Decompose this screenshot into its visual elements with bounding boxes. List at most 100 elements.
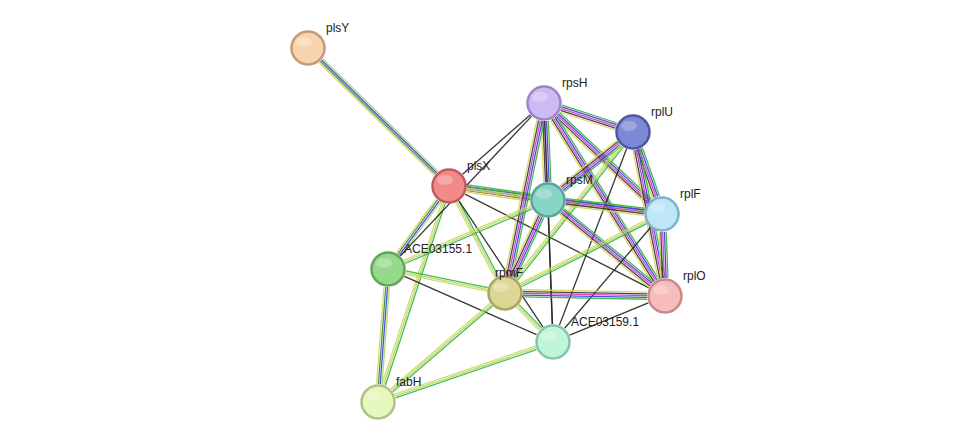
evidence-line bbox=[405, 207, 532, 262]
evidence-line bbox=[380, 287, 387, 384]
node-label: ACE03155.1 bbox=[404, 242, 472, 256]
evidence-line bbox=[519, 305, 542, 328]
evidence-line bbox=[459, 201, 498, 276]
node-circle bbox=[530, 182, 566, 218]
node-circle bbox=[431, 168, 467, 204]
protein-node: plsX bbox=[431, 168, 467, 204]
interaction-edge bbox=[516, 305, 541, 331]
evidence-line bbox=[561, 213, 650, 286]
interaction-edge bbox=[560, 140, 621, 191]
node-circle bbox=[487, 275, 523, 311]
evidence-line bbox=[323, 59, 438, 172]
evidence-line bbox=[562, 143, 619, 189]
interaction-edge bbox=[570, 303, 649, 335]
interaction-edge bbox=[560, 209, 654, 288]
node-gloss bbox=[493, 282, 509, 292]
node-gloss bbox=[376, 258, 392, 268]
evidence-line bbox=[319, 63, 434, 176]
evidence-line bbox=[563, 210, 652, 283]
node-label: plsX bbox=[467, 159, 490, 173]
evidence-line bbox=[404, 205, 531, 260]
interaction-edge bbox=[551, 116, 659, 282]
evidence-line bbox=[456, 203, 495, 278]
protein-node: rplF bbox=[644, 196, 680, 232]
evidence-line bbox=[395, 348, 536, 396]
evidence-line bbox=[385, 204, 445, 386]
evidence-line bbox=[378, 287, 385, 384]
evidence-line bbox=[564, 209, 653, 282]
evidence-line bbox=[563, 145, 620, 191]
node-circle bbox=[370, 251, 406, 287]
node-disc bbox=[532, 184, 565, 217]
evidence-line bbox=[396, 350, 537, 398]
interaction-edge bbox=[394, 346, 536, 398]
node-gloss bbox=[653, 285, 669, 295]
node-label: rplU bbox=[651, 105, 673, 119]
evidence-line bbox=[321, 60, 436, 173]
node-circle bbox=[360, 384, 396, 420]
interaction-edge bbox=[565, 199, 644, 216]
node-circle bbox=[644, 196, 680, 232]
interaction-edge bbox=[659, 232, 668, 278]
node-gloss bbox=[621, 121, 637, 131]
node-label: rplO bbox=[683, 269, 706, 283]
evidence-line bbox=[562, 211, 651, 284]
protein-node: fabH bbox=[360, 384, 396, 420]
evidence-line bbox=[521, 222, 646, 285]
node-gloss bbox=[437, 175, 453, 185]
interaction-edge bbox=[377, 287, 390, 385]
evidence-line bbox=[556, 117, 648, 203]
node-disc bbox=[649, 280, 682, 313]
node-label: rplF bbox=[680, 187, 701, 201]
node-label: plsY bbox=[326, 21, 349, 35]
evidence-line bbox=[522, 224, 647, 287]
interaction-edge bbox=[523, 290, 647, 300]
interaction-edge bbox=[565, 228, 651, 329]
evidence-line bbox=[320, 61, 435, 174]
evidence-line bbox=[566, 204, 644, 214]
evidence-line bbox=[520, 220, 645, 283]
protein-node: rpsH bbox=[526, 85, 562, 121]
node-disc bbox=[489, 277, 522, 310]
node-label: rpmF bbox=[495, 266, 523, 280]
node-disc bbox=[646, 198, 679, 231]
interaction-edge bbox=[404, 205, 532, 263]
protein-node: rpsM bbox=[530, 182, 566, 218]
evidence-line bbox=[516, 307, 539, 330]
evidence-line bbox=[570, 303, 649, 335]
protein-node: plsY bbox=[290, 30, 326, 66]
interaction-edge bbox=[404, 276, 536, 334]
evidence-line bbox=[390, 303, 490, 389]
node-gloss bbox=[366, 391, 382, 401]
evidence-line bbox=[406, 273, 488, 290]
evidence-line bbox=[523, 290, 647, 292]
interaction-edge bbox=[405, 271, 487, 291]
node-circle bbox=[290, 30, 326, 66]
node-gloss bbox=[541, 331, 557, 341]
evidence-line bbox=[565, 228, 651, 329]
evidence-line bbox=[394, 346, 535, 394]
node-circle bbox=[647, 278, 683, 314]
evidence-line bbox=[463, 115, 531, 174]
interaction-edge bbox=[463, 115, 531, 174]
evidence-line bbox=[392, 305, 492, 391]
evidence-line bbox=[377, 287, 384, 384]
node-disc bbox=[528, 87, 561, 120]
protein-node: rplO bbox=[647, 278, 683, 314]
evidence-line bbox=[384, 203, 444, 385]
node-gloss bbox=[650, 203, 666, 213]
node-disc bbox=[537, 326, 570, 359]
node-disc bbox=[362, 386, 395, 419]
protein-node: rpmF bbox=[487, 275, 523, 311]
protein-node: rplU bbox=[615, 114, 651, 150]
node-label: rpsH bbox=[562, 76, 587, 90]
evidence-line bbox=[404, 276, 536, 334]
evidence-line bbox=[457, 202, 496, 277]
interaction-edge bbox=[382, 203, 445, 386]
node-disc bbox=[433, 170, 466, 203]
node-disc bbox=[372, 253, 405, 286]
evidence-line bbox=[406, 271, 488, 288]
node-label: rpsM bbox=[566, 173, 593, 187]
node-label: ACE03159.1 bbox=[571, 315, 639, 329]
